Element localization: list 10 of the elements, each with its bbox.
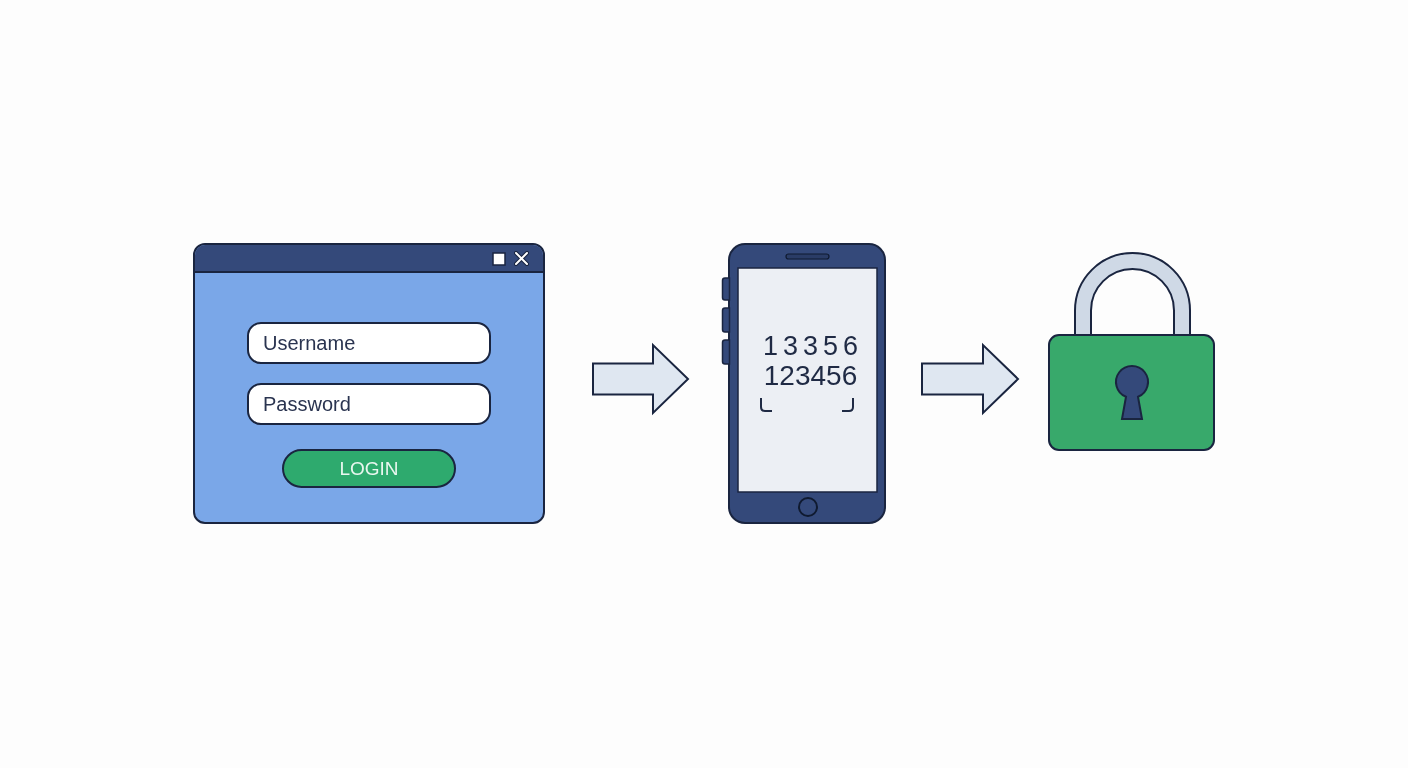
login-button: LOGIN — [282, 449, 456, 488]
verification-code: 123456 — [763, 361, 858, 391]
input-field: Password — [247, 383, 491, 425]
verification-code: 13356 — [762, 331, 864, 361]
arrow — [592, 342, 690, 416]
login-window — [193, 243, 545, 524]
smartphone — [721, 243, 886, 525]
padlock-icon — [1048, 252, 1215, 452]
arrow — [921, 342, 1020, 416]
input-field: Username — [247, 322, 491, 364]
